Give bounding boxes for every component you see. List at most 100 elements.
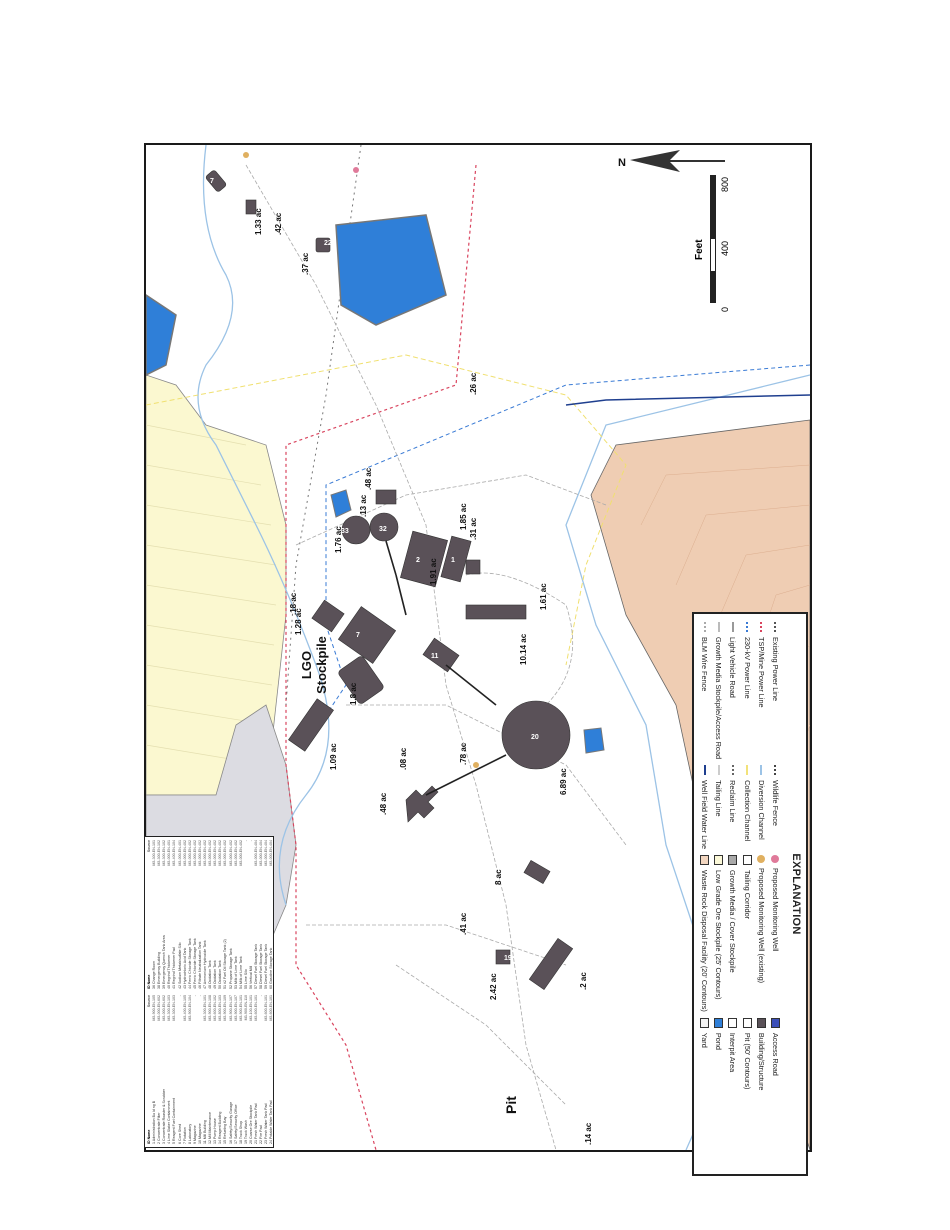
building-id: 7 [210, 178, 214, 185]
legend-label: Low Grade Ore Stockpile (25' Contours) [714, 870, 724, 1000]
x-line-symbol-icon [774, 765, 777, 776]
table-row: 60 Gasoline Storage Tank M3-000-EN-404 [269, 840, 273, 989]
scale-bar-graphic [710, 175, 716, 303]
acreage-label: 10.14 ac [519, 633, 528, 665]
scale-unit: Feet [694, 239, 705, 260]
scale-tick-400: 400 [720, 240, 730, 256]
building-id: 20 [531, 734, 539, 741]
legend-label: Interpit Area [728, 1032, 738, 1073]
legend-item: 230-kV Power Line [741, 622, 754, 759]
legend-item: Tailing Corridor [741, 855, 754, 1012]
box-symbol-icon [756, 1017, 766, 1028]
legend-item: Pit (50' Contours) [741, 1017, 754, 1091]
legend-item: Reclaim Line [726, 765, 739, 849]
facility-name: 24 Potable Water Tank Pad [269, 1100, 273, 1144]
legend-item: Interpit Area [726, 1017, 739, 1091]
circle-symbol-icon [757, 855, 766, 864]
dot-line-symbol-icon [774, 622, 777, 632]
x-line-symbol-icon [703, 622, 706, 632]
site-map: LGO Stockpile NAG WRDF Pit 1.33 ac .42 a… [146, 145, 810, 1150]
monitoring-well [353, 167, 359, 173]
legend-label: Light Vehicle Road [728, 637, 738, 698]
box-symbol-icon [742, 855, 752, 866]
scale-tick-0: 0 [720, 306, 730, 312]
dash-line-symbol-icon [717, 622, 720, 632]
acreage-label: .31 ac [469, 517, 478, 540]
legend-item: Growth Media Stockpile/Access Road [712, 622, 725, 759]
legend-label: BLM Wire Fence [700, 637, 710, 692]
pit-label: Pit [503, 1096, 519, 1114]
north-arrow: N [618, 150, 725, 172]
legend-item: Tailing Line [712, 765, 725, 849]
legend-item: Existing Power Line [769, 622, 782, 759]
acreage-label: .48 ac [364, 467, 373, 490]
lgo-label-2: Stockpile [314, 636, 329, 694]
legend-item: Low Grade Ore Stockpile (25' Contours) [712, 855, 725, 1012]
building-id: 33 [341, 528, 349, 535]
legend-label: Growth Media Stockpile/Access Road [714, 637, 724, 760]
diversion-channel [197, 145, 330, 906]
table-row: 24 Potable Water Tank Pad M3-600-EN-101 [269, 995, 273, 1144]
legend-label: Reclaim Line [728, 780, 738, 823]
legend-item: Building/Structure [755, 1017, 768, 1091]
circle-symbol-icon [771, 855, 780, 864]
legend-label: Proposed Monitoring Well (existing) [756, 868, 766, 984]
facility-source: M3-600-EN-101 [253, 995, 258, 1021]
legend-label: Diversion Channel [756, 780, 766, 840]
legend-item: Proposed Monitoring Well (existing) [755, 855, 768, 1012]
acreage-label: 1.09 ac [329, 743, 338, 770]
scale-tick-800: 800 [720, 176, 730, 192]
legend-label: Well Field Water Line [700, 780, 710, 850]
legend-label: Tailing Corridor [742, 870, 752, 920]
box-symbol-icon [728, 1017, 738, 1028]
legend-label: 230-kV Power Line [742, 637, 752, 699]
dot-line-symbol-icon [731, 765, 734, 776]
acreage-label: 1.91 ac [429, 558, 438, 585]
facility-source: M3-000-EN-402 [238, 840, 243, 866]
box-symbol-icon [700, 1017, 710, 1028]
acreage-label: .42 ac [274, 212, 283, 235]
facility-source: M3-000-EN-404 [269, 840, 273, 866]
legend-item: Pond [712, 1017, 725, 1091]
legend-label: Building/Structure [756, 1032, 766, 1091]
box-symbol-icon [771, 1017, 780, 1028]
legend-label: Collection Channel [742, 780, 752, 842]
legend-item: Collection Channel [741, 765, 754, 849]
acreage-label: 1.85 ac [459, 503, 468, 530]
north-arrow-icon [630, 150, 725, 172]
line-symbol-icon [703, 765, 706, 776]
acreage-label: 6.89 ac [559, 768, 568, 795]
acreage-label: .37 ac [301, 252, 310, 275]
collection-channel [146, 354, 627, 666]
acreage-label: 8 ac [494, 869, 503, 885]
legend-label: Access Road [771, 1032, 780, 1076]
well-field-water-line [565, 394, 810, 406]
acreage-label: .48 ac [379, 792, 388, 815]
acreage-label: 1.76 ac [334, 526, 343, 553]
legend-item: BLM Wire Fence [698, 622, 711, 759]
building-id: 22 [324, 240, 332, 247]
box-symbol-icon [742, 1017, 752, 1028]
box-symbol-icon [728, 855, 738, 866]
facility-source: M3-900-EN-104 [187, 995, 192, 1021]
acreage-label: .14 ac [584, 1122, 593, 1145]
dot-line-symbol-icon [760, 622, 763, 632]
legend-label: Yard [700, 1032, 710, 1048]
acreage-label: .2 ac [579, 972, 588, 990]
legend-item: Wildlife Fence [769, 765, 782, 849]
facility-source: M3-600-EN-101 [269, 995, 273, 1021]
acreage-label: .26 ac [469, 372, 478, 395]
acreage-label: .08 ac [399, 747, 408, 770]
legend-item: Diversion Channel [755, 765, 768, 849]
acreage-label: .13 ac [359, 494, 368, 517]
facility-name: 60 Gasoline Storage Tank [269, 947, 273, 989]
legend-label: Growth Media / Cover Stockpile [728, 870, 738, 973]
legend-label: Existing Power Line [771, 637, 780, 702]
acreage-label: .18 ac [289, 592, 298, 615]
scale-bar: Feet 0 400 800 [694, 170, 730, 320]
line-symbol-icon [717, 765, 720, 776]
acreage-label: 1.28 ac [294, 608, 303, 635]
